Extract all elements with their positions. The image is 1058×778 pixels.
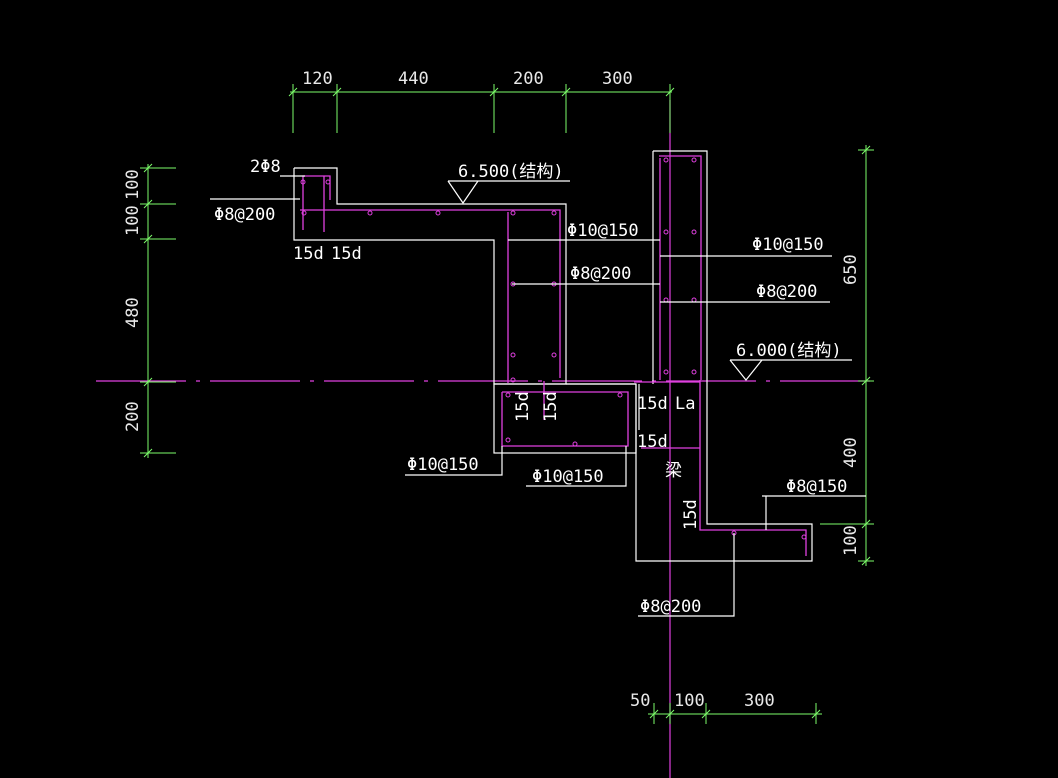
label-anchor-a5: 15d <box>637 394 668 414</box>
rebar-dot <box>367 210 373 216</box>
label-elevation-lower: 6.000(结构) <box>736 341 842 361</box>
label-wall-left-main: Φ10@150 <box>567 221 639 241</box>
dim-bottom-3: 300 <box>744 691 775 711</box>
label-slab-right: Φ8@150 <box>786 477 847 497</box>
dim-right-3: 100 <box>841 525 861 556</box>
dim-right-1: 650 <box>841 254 861 285</box>
label-anchor-a1: 15d <box>293 244 324 264</box>
label-anchor-a7: 15d <box>681 499 701 530</box>
leader-lines <box>210 175 866 617</box>
bottom-dimension-chain: 50 100 300 <box>630 691 822 724</box>
label-anchor-a2: 15d <box>331 244 362 264</box>
label-la: La <box>675 394 695 414</box>
rebar-dot <box>505 392 511 398</box>
label-anchor-a6: 15d <box>637 432 668 452</box>
label-anchor-a4: 15d <box>541 391 561 422</box>
dim-top-2: 440 <box>398 69 429 89</box>
dim-bottom-1: 50 <box>630 691 650 711</box>
rebar-lines <box>300 155 807 556</box>
label-col-main: Φ10@150 <box>752 235 824 255</box>
rebar-dot <box>510 210 516 216</box>
rebar-dot <box>691 369 697 375</box>
label-anchor-a3: 15d <box>513 391 533 422</box>
rebar-dots <box>300 157 807 540</box>
rebar-dot <box>617 392 623 398</box>
concrete-outline <box>293 150 813 562</box>
rebar-dot <box>691 157 697 163</box>
dim-top-1: 120 <box>302 69 333 89</box>
rebar-dot <box>663 157 669 163</box>
rebar-dot <box>325 179 331 185</box>
rebar-dot <box>435 210 441 216</box>
label-elevation-upper: 6.500(结构) <box>458 162 564 182</box>
left-dimension-chain: 100 100 480 200 <box>123 163 176 458</box>
dim-left-4: 200 <box>123 401 143 432</box>
label-beam-a: Φ10@150 <box>407 455 479 475</box>
label-col-dist: Φ8@200 <box>756 282 817 302</box>
label-top-bars: 2Φ8 <box>250 157 281 177</box>
dim-bottom-2: 100 <box>674 691 705 711</box>
rebar-dot <box>572 441 578 447</box>
rebar-dot <box>301 210 307 216</box>
label-beam-mark: 梁 <box>665 461 682 481</box>
rebar-dot <box>551 352 557 358</box>
rebar-dot <box>663 229 669 235</box>
rebar-dot <box>801 534 807 540</box>
dim-top-3: 200 <box>513 69 544 89</box>
label-bottom-dist: Φ8@200 <box>640 597 701 617</box>
top-dimension-chain: 120 440 200 300 <box>288 69 675 133</box>
label-beam-b: Φ10@150 <box>532 467 604 487</box>
dim-top-4: 300 <box>602 69 633 89</box>
dim-left-2: 100 <box>123 205 143 236</box>
dim-left-1: 100 <box>123 169 143 200</box>
rebar-dot <box>505 437 511 443</box>
label-wall-left-dist: Φ8@200 <box>570 264 631 284</box>
dim-right-2: 400 <box>841 437 861 468</box>
rebar-dot <box>300 179 306 185</box>
rebar-dot <box>510 352 516 358</box>
rebar-dot <box>663 369 669 375</box>
label-slab-dist: Φ8@200 <box>214 205 275 225</box>
rebar-dot <box>551 210 557 216</box>
rebar-dot <box>691 229 697 235</box>
rebar-dot <box>510 377 516 383</box>
dim-left-3: 480 <box>123 297 143 328</box>
